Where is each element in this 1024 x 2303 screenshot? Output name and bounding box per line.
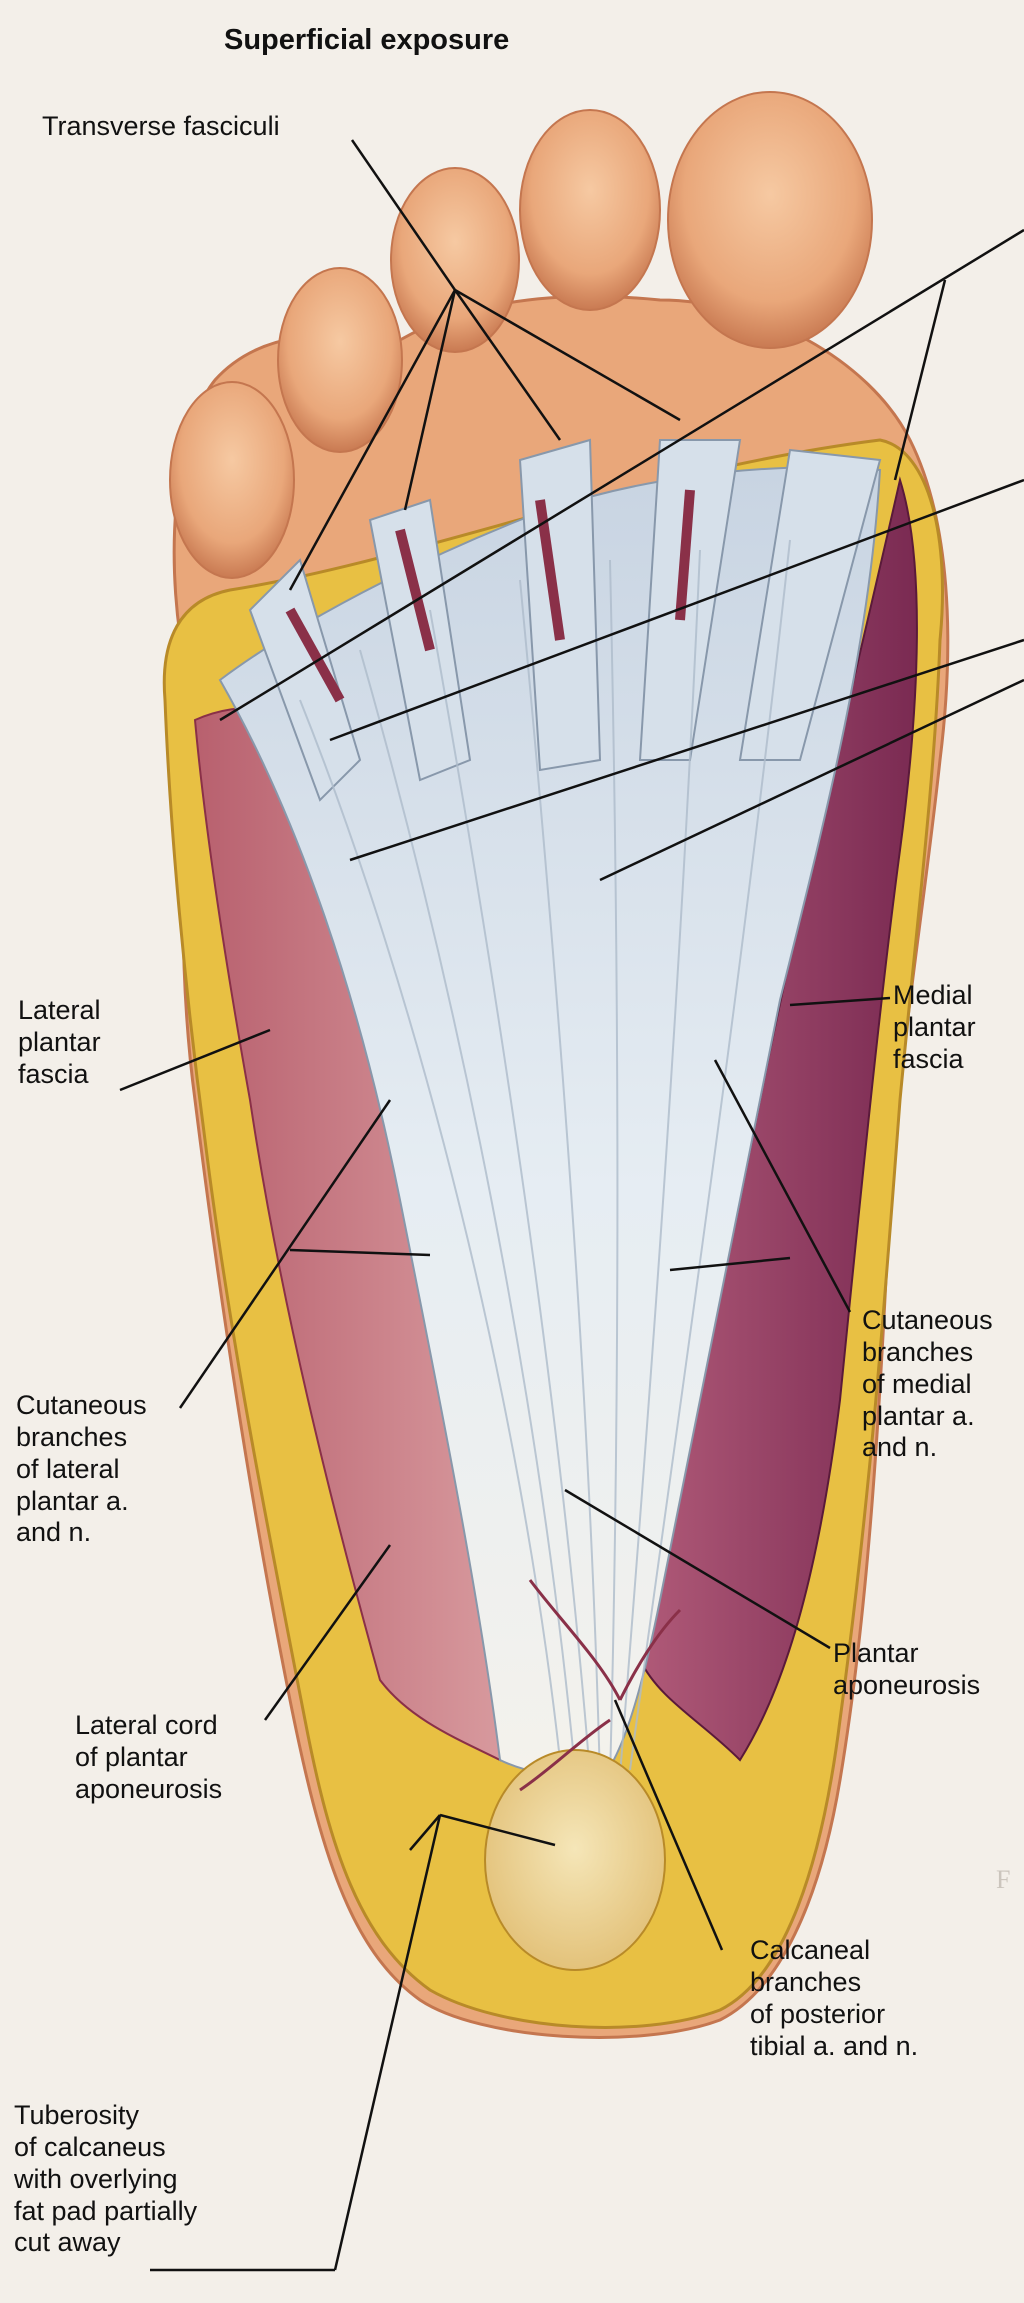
digital-slip-5 <box>738 448 882 761</box>
label-line: and n. <box>16 1517 92 1548</box>
label-tuberosity: Tuberosity of calcaneus with overlying f… <box>14 2100 197 2259</box>
label-line: cut away <box>14 2227 121 2258</box>
label-cutaneous-lateral: Cutaneous branches of lateral plantar a.… <box>16 1390 147 1549</box>
label-line: of medial <box>862 1368 972 1399</box>
label-line: of calcaneus <box>14 2131 166 2162</box>
label-line: Medial <box>893 980 973 1010</box>
toe-4 <box>277 267 403 453</box>
label-line: and n. <box>862 1432 938 1463</box>
label-line: plantar a. <box>16 1485 129 1516</box>
label-line: tibial a. and n. <box>750 2030 919 2061</box>
plantar-aponeurosis <box>218 466 882 1782</box>
label-calcaneal-branches: Calcaneal branches of posterior tibial a… <box>750 1935 918 2062</box>
toe-2 <box>519 109 661 311</box>
label-plantar-aponeurosis: Plantar aponeurosis <box>833 1638 980 1702</box>
label-medial-plantar-fascia: Medial plantar fascia <box>893 980 976 1076</box>
toe-5 <box>169 381 295 579</box>
label-line: of plantar <box>75 1741 188 1772</box>
label-line: aponeurosis <box>833 1669 981 1700</box>
web-vessel-2 <box>395 528 435 652</box>
label-transverse-fasciculi: Transverse fasciculi <box>42 111 280 143</box>
figure-title: Superficial exposure <box>224 24 510 56</box>
label-cutaneous-medial: Cutaneous branches of medial plantar a. … <box>862 1305 993 1464</box>
edge-fragment-f: F <box>996 1865 1011 1894</box>
toe-3 <box>390 167 520 353</box>
label-line: Cutaneous <box>862 1305 993 1335</box>
label-line: fat pad partially <box>14 2195 198 2226</box>
leader-lines <box>119 139 1024 2272</box>
label-line: branches <box>16 1421 128 1452</box>
label-line: Plantar <box>833 1638 919 1668</box>
toe-1 <box>667 91 873 349</box>
label-line: plantar <box>893 1011 976 1042</box>
label-transverse-fasciculi-text: Transverse fasciculi <box>42 111 280 141</box>
label-line: of posterior <box>750 1998 886 2029</box>
calcaneal-vessels <box>519 1579 682 1792</box>
label-line: aponeurosis <box>75 1773 223 1804</box>
label-line: fascia <box>893 1043 964 1074</box>
digital-slip-2 <box>368 498 472 782</box>
calcaneal-tuberosity <box>484 1749 666 1971</box>
label-line: Lateral cord <box>75 1710 218 1740</box>
label-line: branches <box>750 1966 862 1997</box>
label-line: plantar <box>18 1026 101 1057</box>
label-line: with overlying <box>14 2163 178 2194</box>
label-lateral-cord: Lateral cord of plantar aponeurosis <box>75 1710 222 1806</box>
label-line: plantar a. <box>862 1400 975 1431</box>
label-line: of lateral <box>16 1453 120 1484</box>
label-line: Calcaneal <box>750 1935 871 1965</box>
label-line: Lateral <box>18 995 101 1025</box>
label-line: fascia <box>18 1058 89 1089</box>
label-line: Tuberosity <box>14 2100 140 2130</box>
web-vessel-4 <box>675 489 695 621</box>
aponeurosis-fibres <box>299 539 791 1781</box>
label-line: branches <box>862 1336 974 1367</box>
label-lateral-plantar-fascia: Lateral plantar fascia <box>18 995 101 1091</box>
label-line: Cutaneous <box>16 1390 147 1420</box>
web-vessel-1 <box>285 607 345 703</box>
